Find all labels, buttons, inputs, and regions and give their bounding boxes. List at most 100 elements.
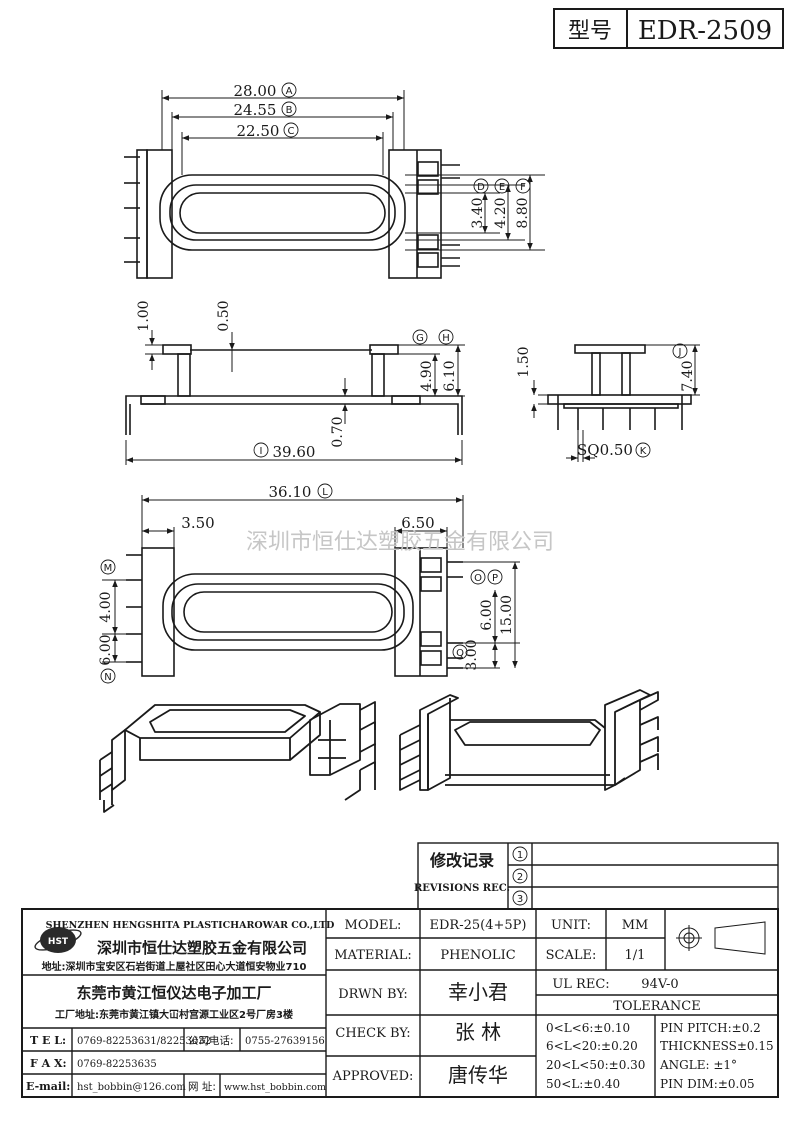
model-label: 型号 (568, 19, 612, 44)
thickness-tolerance: THICKNESS±0.15 (660, 1039, 774, 1053)
website-label: 网 址: (188, 1080, 216, 1093)
marker-q: Q (456, 648, 464, 659)
marker-f: F (520, 182, 526, 193)
dim-q: 3.00 (464, 639, 480, 670)
dim-left-offset: 3.50 (181, 514, 214, 532)
dim-side-top-left: 1.00 (136, 300, 152, 331)
material-label: MATERIAL: (334, 948, 411, 963)
marker-g: G (416, 333, 424, 344)
watermark: 深圳市恒仕达塑胶五金有限公司 (246, 530, 554, 555)
dim-b: 24.55 (234, 101, 277, 119)
check-by-label: CHECK BY: (335, 1026, 410, 1041)
scale-label: SCALE: (546, 948, 597, 963)
dim-side-top-mid: 0.50 (216, 300, 232, 331)
company-name-en: SHENZHEN HENGSHITA PLASTICHAROWAR CO.,LT… (46, 920, 335, 931)
marker-j: J (678, 347, 682, 358)
dim-k: SQ0.50 (577, 441, 633, 459)
tolerance-range-4: 50<L:±0.40 (546, 1077, 620, 1091)
marker-k: K (640, 446, 647, 457)
marker-b: B (286, 105, 293, 116)
marker-i: I (260, 446, 263, 457)
dim-i: 39.60 (273, 443, 316, 461)
top-view-dims (161, 90, 545, 251)
email-value: hst_bobbin@126.com (77, 1082, 186, 1093)
approved-label: APPROVED: (332, 1069, 414, 1084)
approved-value: 唐传华 (448, 1063, 508, 1087)
dim-j: 7.40 (680, 360, 696, 391)
tolerance-range-3: 20<L<50:±0.30 (546, 1058, 645, 1072)
marker-c: C (288, 126, 295, 137)
side-view (125, 344, 463, 435)
dim-d: 3.40 (470, 197, 486, 228)
model-code: EDR-2509 (638, 16, 772, 46)
top-view (124, 149, 460, 279)
dim-a: 28.00 (234, 82, 277, 100)
dim-h: 6.10 (442, 360, 458, 391)
revision-row-3: 3 (517, 894, 523, 905)
projection-symbol-icon (676, 921, 766, 955)
fax-value: 0769-82253635 (77, 1059, 157, 1070)
ul-rec-value: 94V-0 (641, 977, 678, 992)
bottom-view (126, 547, 463, 677)
logo-text: HST (48, 937, 69, 947)
dim-n: 6.00 (98, 634, 114, 665)
dim-o: 6.00 (479, 599, 495, 630)
revision-row-2: 2 (517, 872, 523, 883)
marker-m: M (104, 563, 113, 574)
dim-e: 4.20 (493, 197, 509, 228)
marker-d: D (477, 182, 485, 193)
check-by-value: 张 林 (455, 1020, 501, 1044)
angle-tolerance: ANGLE: ±1° (659, 1058, 737, 1072)
marker-l: L (322, 487, 328, 498)
tel-label: T E L: (30, 1034, 66, 1047)
dim-l: 36.10 (269, 483, 312, 501)
tel-value: 0769-82253631/82253632 (77, 1036, 211, 1047)
pin-pitch-tolerance: PIN PITCH:±0.2 (660, 1021, 761, 1035)
model-field-value: EDR-25(4+5P) (430, 918, 527, 933)
marker-o: O (474, 573, 482, 584)
email-label: E-mail: (26, 1080, 70, 1093)
dim-right-offset: 6.50 (401, 514, 434, 532)
company-phone-value: 0755-27639156 (245, 1036, 325, 1047)
dim-g: 4.90 (419, 360, 435, 391)
end-view-dims (531, 344, 700, 462)
factory-name: 东莞市黄江恒仪达电子加工厂 (76, 984, 271, 1002)
pin-dim-tolerance: PIN DIM:±0.05 (660, 1077, 755, 1091)
tolerance-range-2: 6<L<20:±0.20 (546, 1039, 638, 1053)
drawn-by-value: 幸小君 (448, 980, 508, 1004)
revision-row-1: 1 (517, 850, 523, 861)
scale-value: 1/1 (625, 948, 646, 963)
factory-address: 工厂地址:东莞市黄江镇大冚村宫源工业区2号厂房3楼 (55, 1008, 293, 1021)
dim-end-top: 1.50 (516, 346, 532, 377)
dim-p: 15.00 (499, 595, 515, 635)
dim-bottom-gap: 0.70 (330, 416, 346, 447)
company-phone-label: 公司电话: (188, 1034, 234, 1047)
unit-value: MM (622, 918, 649, 933)
bottom-view-dims (102, 495, 520, 669)
fax-label: F A X: (30, 1057, 67, 1070)
isometric-view-right (399, 689, 659, 791)
isometric-view-left (99, 701, 376, 813)
drawn-by-label: DRWN BY: (338, 987, 407, 1002)
dim-c: 22.50 (237, 122, 280, 140)
tolerance-range-1: 0<L<6:±0.10 (546, 1021, 630, 1035)
unit-label: UNIT: (551, 918, 591, 933)
title-block-grid (21, 908, 779, 1098)
marker-p: P (492, 573, 498, 584)
ul-rec-label: UL REC: (552, 977, 609, 992)
model-field-label: MODEL: (345, 918, 402, 933)
marker-h: H (442, 333, 450, 344)
revisions-title-cn: 修改记录 (429, 851, 494, 870)
website-value: www.hst_bobbin.com (224, 1082, 326, 1093)
company-logo: HST (34, 927, 82, 953)
material-value: PHENOLIC (440, 948, 515, 963)
company-name-cn: 深圳市恒仕达塑胶五金有限公司 (97, 939, 307, 957)
end-view (547, 344, 692, 430)
marker-a: A (286, 86, 293, 97)
tolerance-label: TOLERANCE (613, 999, 700, 1014)
dim-m: 4.00 (98, 591, 114, 622)
side-view-dims (125, 330, 465, 465)
dim-f: 8.80 (515, 197, 531, 228)
marker-e: E (499, 182, 505, 193)
